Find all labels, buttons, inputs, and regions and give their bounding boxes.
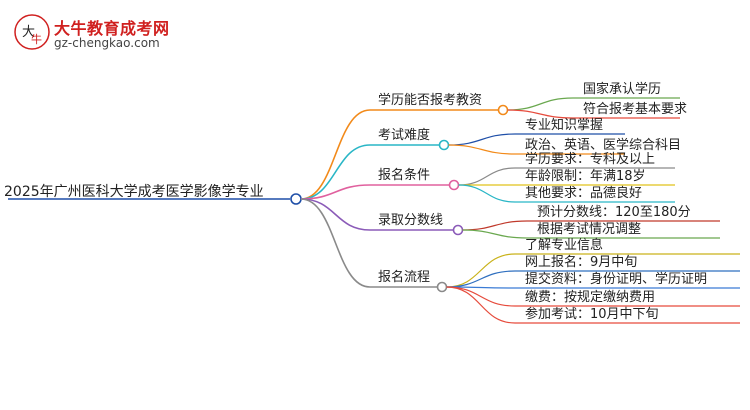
connector-curve <box>300 184 371 200</box>
connector-curve <box>448 144 516 155</box>
root-topic: 2025年广州医科大学成考医学影像学专业 <box>4 184 264 200</box>
branch-node <box>436 281 448 293</box>
svg-text:牛: 牛 <box>31 32 42 46</box>
connector-curve <box>446 286 516 324</box>
connector-curve <box>458 184 516 203</box>
branch-node <box>448 179 460 191</box>
branch-node <box>452 224 464 236</box>
branch-label: 学历能否报考教资 <box>378 93 483 108</box>
connector-curve <box>462 220 528 231</box>
connector-curve <box>507 109 574 119</box>
connector-curve <box>300 198 371 231</box>
connector-curve <box>448 133 516 146</box>
svg-text:大: 大 <box>22 25 35 40</box>
leaf-label: 预计分数线：120至180分 <box>537 205 691 220</box>
leaf-label: 根据考试情况调整 <box>537 222 642 237</box>
branch-label: 报名条件 <box>378 168 431 183</box>
connector-curve <box>507 97 574 111</box>
connector-curve <box>446 286 516 307</box>
connector-curve <box>446 270 516 288</box>
branch-node <box>438 139 450 151</box>
site-name: 大牛教育成考网 <box>54 19 170 38</box>
leaf-label: 了解专业信息 <box>525 238 604 253</box>
leaf-label: 国家承认学历 <box>583 82 662 97</box>
site-url: gz-chengkao.com <box>54 36 160 50</box>
connector-curve <box>458 167 516 186</box>
leaf-label: 年龄限制：年满18岁 <box>525 169 646 184</box>
connector-curve <box>300 198 371 288</box>
connector-curve <box>446 253 516 288</box>
leaf-label: 符合报考基本要求 <box>583 102 688 117</box>
leaf-label: 学历要求：专科及以上 <box>525 152 656 167</box>
root-node <box>290 193 302 205</box>
branch-label: 考试难度 <box>378 128 431 143</box>
leaf-label: 网上报名：9月中旬 <box>525 255 638 270</box>
leaf-label: 政治、英语、医学综合科目 <box>525 138 682 153</box>
connector-curve <box>300 109 371 200</box>
logo-icon: 大 牛 <box>14 14 50 50</box>
connector-curve <box>300 144 371 200</box>
branch-node <box>497 104 509 116</box>
connector-curve <box>462 229 528 239</box>
leaf-label: 缴费：按规定缴纳费用 <box>525 290 656 305</box>
leaf-label: 专业知识掌握 <box>525 118 604 133</box>
leaf-label: 提交资料：身份证明、学历证明 <box>525 272 708 287</box>
branch-label: 报名流程 <box>378 270 431 285</box>
leaf-label: 其他要求：品德良好 <box>525 186 643 201</box>
leaf-label: 参加考试：10月中下旬 <box>525 307 659 322</box>
branch-label: 录取分数线 <box>378 213 444 228</box>
